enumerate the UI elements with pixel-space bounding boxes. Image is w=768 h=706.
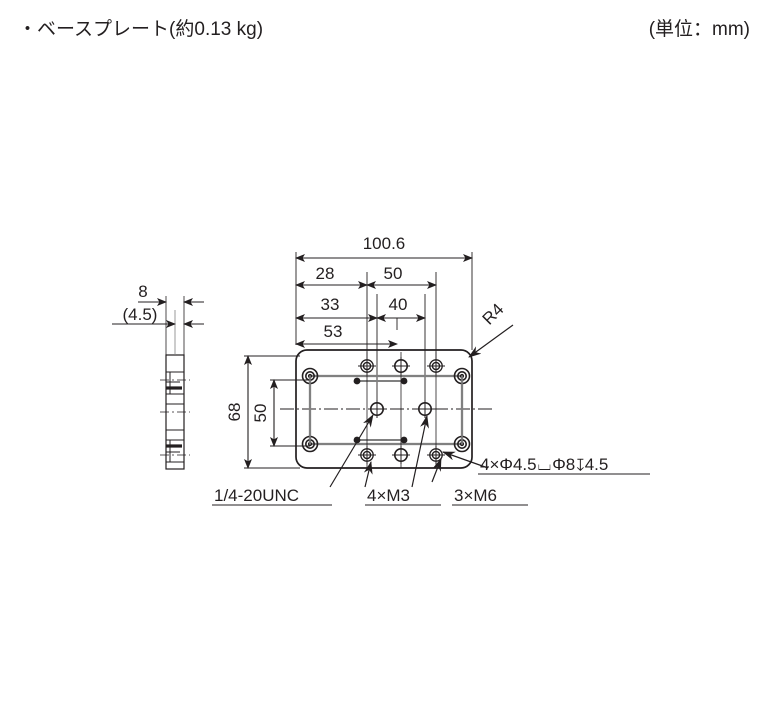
m3-leader <box>363 461 373 488</box>
label-dim-53: 53 <box>324 322 343 341</box>
depth-symbol: ↧ <box>576 455 585 474</box>
side-view-centerline <box>160 379 190 456</box>
cbore-depth: 4.5 <box>585 455 609 474</box>
leader-lines <box>329 324 514 488</box>
label-thickness-8: 8 <box>138 282 147 301</box>
bolt-pattern-guides <box>308 374 464 446</box>
inner-pattern-guides <box>357 379 404 442</box>
plate-outline <box>295 349 473 469</box>
label-dim-50v: 50 <box>251 404 270 423</box>
m6-leader-a <box>411 415 429 488</box>
top-dimensions <box>295 252 473 404</box>
label-dim-28: 28 <box>316 264 335 283</box>
side-view-features <box>166 371 184 463</box>
hole-guides-v <box>309 376 463 444</box>
cbore-dia: Φ8 <box>552 455 575 474</box>
side-view-holes <box>166 386 182 448</box>
m6-leader-b <box>431 458 442 483</box>
m6-hole-center <box>368 400 386 418</box>
unc-leader <box>329 414 374 488</box>
label-overall-width: 100.6 <box>363 234 406 253</box>
cbore-count-dia: 4×Φ4.5 <box>480 455 537 474</box>
unit-note: (単位：mm) <box>648 19 750 40</box>
label-overall-height: 68 <box>225 403 244 422</box>
side-view <box>112 296 204 470</box>
counterbore-leader <box>442 451 489 469</box>
label-m6-thread: 3×M6 <box>454 486 497 505</box>
hole-centerlines <box>366 352 437 468</box>
label-corner-radius: R4 <box>479 300 508 329</box>
m6-hole-center <box>416 400 434 418</box>
r4-leader <box>468 324 514 358</box>
label-thickness-4p5: (4.5) <box>123 305 158 324</box>
label-m3-thread: 4×M3 <box>367 486 410 505</box>
label-dim-33: 33 <box>321 295 340 314</box>
label-dim-50h: 50 <box>384 264 403 283</box>
label-dim-40: 40 <box>389 295 408 314</box>
callout-underlines <box>212 473 650 506</box>
cbore-symbol: ⌴ <box>538 455 552 474</box>
label-unc-thread: 1/4-20UNC <box>214 486 299 505</box>
page-title: ・ベースプレート(約0.13 kg) <box>18 19 264 40</box>
label-counterbore-callout: 4×Φ4.5⌴Φ8↧4.5 <box>480 455 608 474</box>
